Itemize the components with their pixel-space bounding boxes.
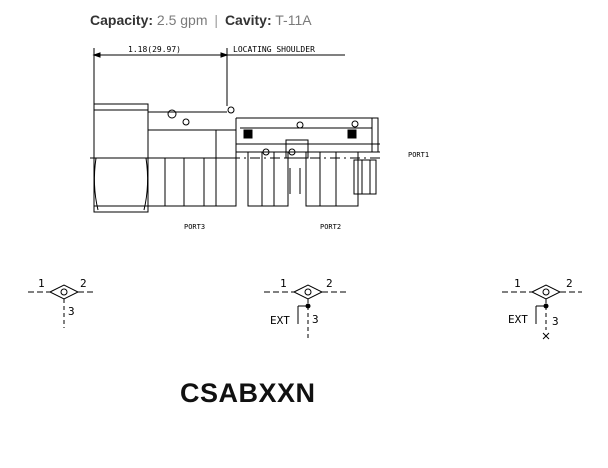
port1-label: PORT1	[408, 151, 429, 159]
cavity-label: Cavity:	[224, 12, 272, 28]
symbol3-port2: 2	[566, 277, 573, 290]
locating-shoulder-label: LOCATING SHOULDER	[233, 45, 315, 54]
spec-line: Capacity: 2.5 gpm | Cavity: T-11A	[90, 12, 312, 28]
symbol1-port2: 2	[80, 277, 87, 290]
spec-separator: |	[214, 12, 219, 28]
model-number: CSABXXN	[180, 378, 316, 408]
capacity-label: Capacity:	[90, 12, 154, 28]
symbol1-port3: 3	[68, 305, 75, 318]
symbol2-ext: EXT	[270, 314, 290, 327]
cavity-value: T-11A	[275, 12, 312, 28]
schematic-symbol-1: 1 2 3	[28, 277, 96, 328]
symbol2-port2: 2	[326, 277, 333, 290]
port2-label: PORT2	[320, 223, 341, 231]
schematic-symbol-2: 1 2 3 EXT	[264, 277, 346, 340]
capacity-value: 2.5 gpm	[156, 12, 208, 28]
cartridge-drawing: 1.18(29.97) LOCATING SHOULDER PORT1 PORT…	[90, 45, 429, 231]
symbol3-port1: 1	[514, 277, 521, 290]
symbol3-port3: 3	[552, 315, 559, 328]
symbol1-port1: 1	[38, 277, 45, 290]
port3-label: PORT3	[184, 223, 205, 231]
symbol2-port1: 1	[280, 277, 287, 290]
symbol2-port3: 3	[312, 313, 319, 326]
dimension-label: 1.18(29.97)	[128, 45, 181, 54]
schematic-symbol-3: 1 2 3 EXT	[502, 277, 582, 340]
symbol3-ext: EXT	[508, 313, 528, 326]
